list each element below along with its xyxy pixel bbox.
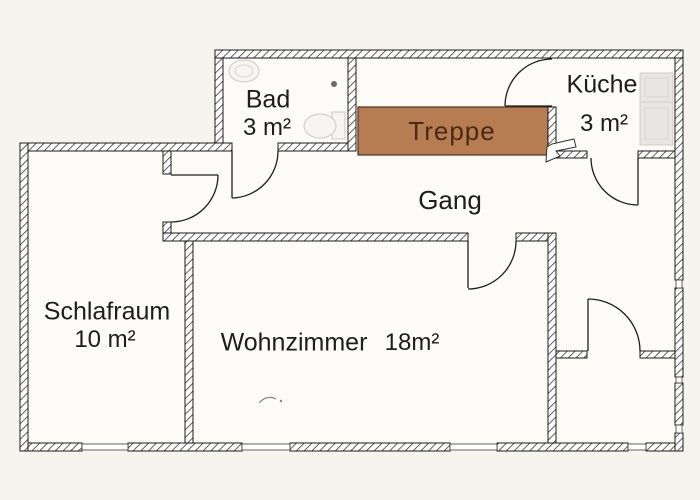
door-right-room bbox=[587, 298, 641, 352]
stairs-area bbox=[357, 106, 549, 156]
toilet-bowl-icon bbox=[303, 113, 337, 139]
room-area-schlafraum: 10 m² bbox=[74, 326, 136, 353]
door-stair-landing bbox=[504, 58, 553, 107]
floor-areas bbox=[20, 50, 683, 451]
door-bad bbox=[231, 150, 279, 199]
room-label-kueche: Küche bbox=[566, 70, 638, 99]
sink-basin-icon bbox=[234, 64, 254, 78]
kueche-fixtures bbox=[639, 72, 674, 146]
main-block-floor bbox=[20, 143, 683, 451]
wall-schlafraum-right-upper-2 bbox=[162, 221, 172, 234]
wall-bottom-1 bbox=[19, 442, 83, 452]
wall-wohnzimmer-top-left bbox=[162, 232, 469, 242]
kitchen-appliance-2 bbox=[644, 107, 669, 140]
door-wohnzimmer bbox=[467, 240, 517, 290]
wall-right-outer-1 bbox=[674, 57, 684, 281]
room-label-gang: Gang bbox=[418, 185, 482, 215]
bad-wall-dot bbox=[331, 81, 337, 87]
window-wohnzimmer-2 bbox=[449, 443, 498, 451]
wall-wohnzimmer-right bbox=[547, 232, 557, 444]
window-wohnzimmer-1 bbox=[241, 443, 291, 451]
room-area-kueche: 3 m² bbox=[580, 110, 628, 137]
wall-top-outer bbox=[214, 49, 684, 59]
door-kueche bbox=[590, 157, 639, 206]
kitchen-appliance-1 bbox=[644, 77, 669, 98]
wall-bottom-2 bbox=[127, 442, 243, 452]
wall-right-outer-3 bbox=[674, 382, 684, 426]
room-label-wohnzimmer: Wohnzimmer bbox=[220, 328, 368, 357]
window-right-room-2 bbox=[675, 424, 683, 434]
wall-schlafraum-right-upper-1 bbox=[162, 150, 172, 175]
stairs-rect bbox=[357, 106, 549, 156]
window-right-room-1 bbox=[675, 376, 683, 384]
wall-bad-left bbox=[214, 57, 224, 144]
wall-bottom-4 bbox=[496, 442, 629, 452]
room-label-treppe: Treppe bbox=[408, 116, 496, 146]
wall-schlafraum-right-lower bbox=[184, 240, 194, 444]
sink-fixture-icon bbox=[228, 59, 260, 83]
room-label-schlafraum: Schlafraum bbox=[43, 297, 171, 326]
stairs-direction-arrow-icon bbox=[545, 138, 577, 163]
wall-bottom-3 bbox=[289, 442, 451, 452]
wall-bad-right bbox=[347, 57, 357, 152]
walls bbox=[19, 49, 684, 452]
wohnzimmer-smudge bbox=[258, 396, 283, 404]
wall-main-top-left bbox=[19, 142, 233, 152]
wall-right-outer-2 bbox=[674, 287, 684, 378]
room-area-wohnzimmer: 18m² bbox=[384, 329, 440, 356]
window-right-room-bottom bbox=[627, 443, 647, 451]
room-label-bad: Bad bbox=[245, 85, 291, 114]
window-corridor-right bbox=[675, 279, 683, 289]
door-schlafraum bbox=[170, 174, 219, 223]
wall-left-outer bbox=[19, 142, 29, 452]
wall-bad-bottom-right bbox=[277, 142, 357, 152]
windows bbox=[81, 279, 683, 451]
wall-right-outer-4 bbox=[674, 432, 684, 452]
doors bbox=[170, 58, 641, 352]
bad-fixtures bbox=[228, 59, 346, 140]
kitchen-counter-icon bbox=[639, 72, 674, 146]
room-area-bad: 3 m² bbox=[243, 114, 291, 141]
window-schlafraum bbox=[81, 443, 129, 451]
